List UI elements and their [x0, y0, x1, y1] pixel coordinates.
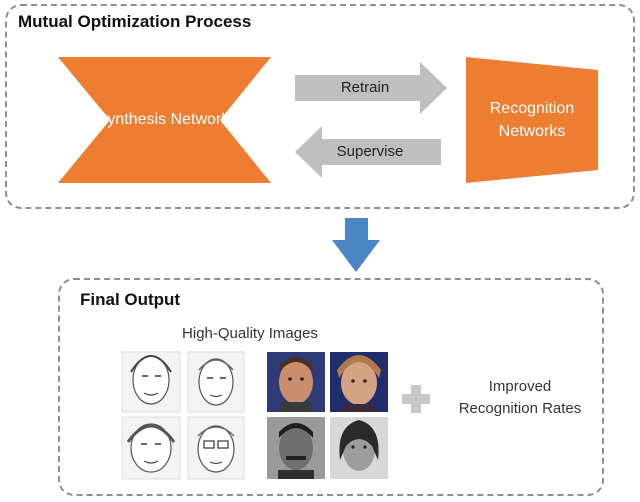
recognition-network-label-line2: Networks	[498, 123, 566, 140]
down-arrow	[332, 218, 380, 272]
photo-face-2	[330, 352, 388, 412]
sketch-face-3	[121, 416, 181, 480]
synthesis-network-shape	[58, 57, 271, 183]
photo-face-3	[267, 417, 325, 479]
photo-face-4	[330, 417, 388, 479]
retrain-arrow	[295, 62, 447, 114]
synthesis-network-label: Synthesis Network	[96, 111, 230, 128]
final-output-title: Final Output	[80, 290, 181, 309]
plus-icon	[402, 385, 430, 413]
recognition-network-shape	[466, 57, 598, 183]
sketch-face-1	[121, 351, 181, 413]
supervise-label: Supervise	[336, 143, 404, 160]
mutual-optimization-title: Mutual Optimization Process	[18, 12, 252, 31]
result-text-line1: Improved	[488, 378, 552, 395]
final-output-box	[58, 278, 604, 496]
sketch-face-2	[187, 351, 245, 413]
mutual-optimization-box	[5, 4, 635, 209]
sketch-face-4	[187, 416, 245, 480]
photo-face-1	[267, 352, 325, 412]
images-caption: High-Quality Images	[182, 325, 318, 342]
retrain-label: Retrain	[340, 79, 390, 96]
supervise-arrow	[295, 126, 441, 178]
recognition-network-label-line1: Recognition	[489, 100, 575, 117]
result-text-line2: Recognition Rates	[458, 400, 582, 417]
